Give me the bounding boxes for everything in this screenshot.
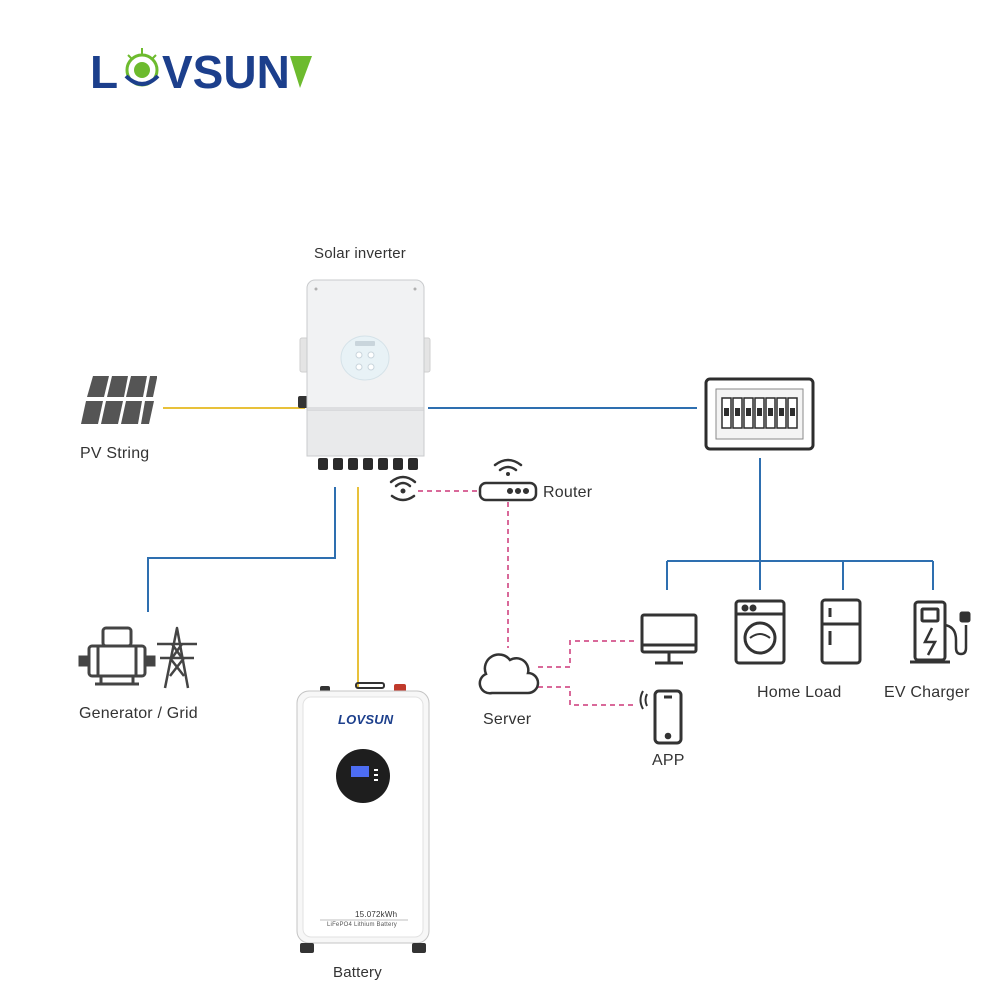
router-icon [478, 458, 538, 502]
wifi-signal-icon [389, 475, 417, 502]
ev-charger-icon [910, 600, 971, 664]
brand-logo: L VSUN [90, 46, 312, 98]
label-generator-grid: Generator / Grid [79, 705, 198, 722]
label-app: APP [652, 752, 685, 769]
logo-letter-l: L [90, 46, 118, 98]
grid-ac-line [147, 487, 336, 612]
solar-inverter [298, 279, 431, 470]
label-server: Server [483, 711, 532, 728]
label-home-load: Home Load [757, 684, 842, 701]
label-router: Router [543, 484, 593, 501]
server-monitor-link [538, 640, 637, 668]
cloud-server-icon [478, 653, 540, 695]
connection-lines [147, 407, 934, 706]
power-tower-icon [157, 626, 197, 689]
inverter-display [340, 335, 390, 381]
generator-icon [78, 626, 156, 686]
label-solar-inverter: Solar inverter [314, 245, 407, 262]
battery-unit [296, 682, 430, 953]
monitor-icon [640, 613, 698, 665]
label-battery: Battery [333, 964, 382, 981]
logo-sun-icon [124, 48, 160, 87]
server-app-link [538, 686, 637, 706]
logo-green-accent [290, 56, 312, 88]
battery-capacity: 15.072kWh [355, 910, 398, 919]
solar-panel-icon [81, 376, 157, 424]
label-ev-charger: EV Charger [884, 684, 970, 701]
battery-screen [336, 749, 390, 803]
inverter-ports [318, 458, 418, 470]
logo-letters-vsun: VSUN [162, 46, 290, 98]
label-pv-string: PV String [80, 445, 150, 462]
distribution-box-icon [704, 377, 815, 451]
washing-machine-icon [734, 599, 786, 665]
phone-icon [639, 689, 683, 745]
battery-logo: LOVSUN [338, 712, 394, 727]
refrigerator-icon [820, 598, 862, 665]
battery-chemistry: LiFePO4 Lithium Battery [327, 922, 397, 928]
